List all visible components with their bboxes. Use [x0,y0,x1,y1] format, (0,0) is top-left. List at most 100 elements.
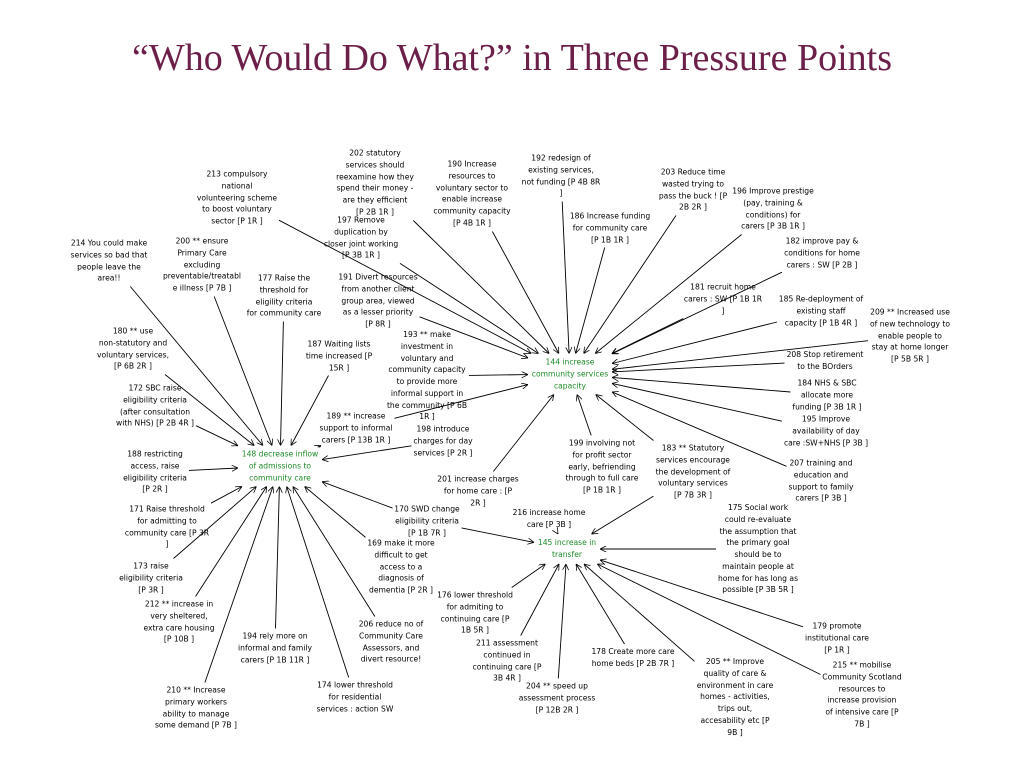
connector-arrow [164,374,254,446]
connector-arrow [597,564,821,675]
connector-arrow [419,316,529,358]
connector-arrow [612,340,869,370]
connector-arrow [195,487,267,597]
connector-arrow [600,560,804,628]
connector-arrow [305,487,366,538]
connector-arrow [394,385,529,419]
concept-node: 196 Improve prestige(pay, training &cond… [732,186,814,231]
connector-arrow [492,395,554,472]
connector-arrow [322,482,393,509]
connector-arrow [596,395,654,441]
connector-arrow [557,564,566,679]
connector-arrow [275,487,280,629]
connector-arrow [129,286,263,446]
connector-arrow [577,395,592,436]
connector-arrow [612,392,787,467]
slide-title: “Who Would Do What?” in Three Pressure P… [132,37,892,79]
connector-arrow [468,375,528,376]
connector-arrow [278,219,531,354]
connector-arrow [322,445,412,460]
connector-arrow [291,375,329,446]
connector-arrow [612,271,783,354]
connector-arrow [173,487,257,559]
connector-arrow [612,377,791,393]
connector-arrow [576,564,625,645]
connector-arrow [195,425,238,446]
connector-arrow [561,201,569,354]
connector-arrow [511,564,546,588]
connector-arrow [612,318,684,354]
connector-arrow [612,362,785,372]
connector-arrow [461,527,535,543]
connector-arrow [287,487,350,678]
connector-arrow [492,231,558,354]
connector-layer [129,201,869,683]
connector-arrow [584,564,695,662]
connector-arrow [576,247,606,354]
connector-arrow [592,495,654,534]
connector-arrow [612,383,783,422]
connector-arrow [210,487,242,504]
connector-arrow [595,234,742,354]
connector-arrow [293,487,376,617]
connector-arrow [557,533,558,534]
connector-arrow [584,215,677,354]
connector-arrow [204,487,273,683]
connector-arrow [188,468,238,470]
connector-arrow [399,263,539,353]
connector-arrow [318,445,322,448]
connector-arrow [213,296,272,446]
connector-arrow [612,321,778,364]
connector-arrow [412,220,549,354]
connector-arrow [520,564,559,636]
connector-arrow [281,321,284,446]
